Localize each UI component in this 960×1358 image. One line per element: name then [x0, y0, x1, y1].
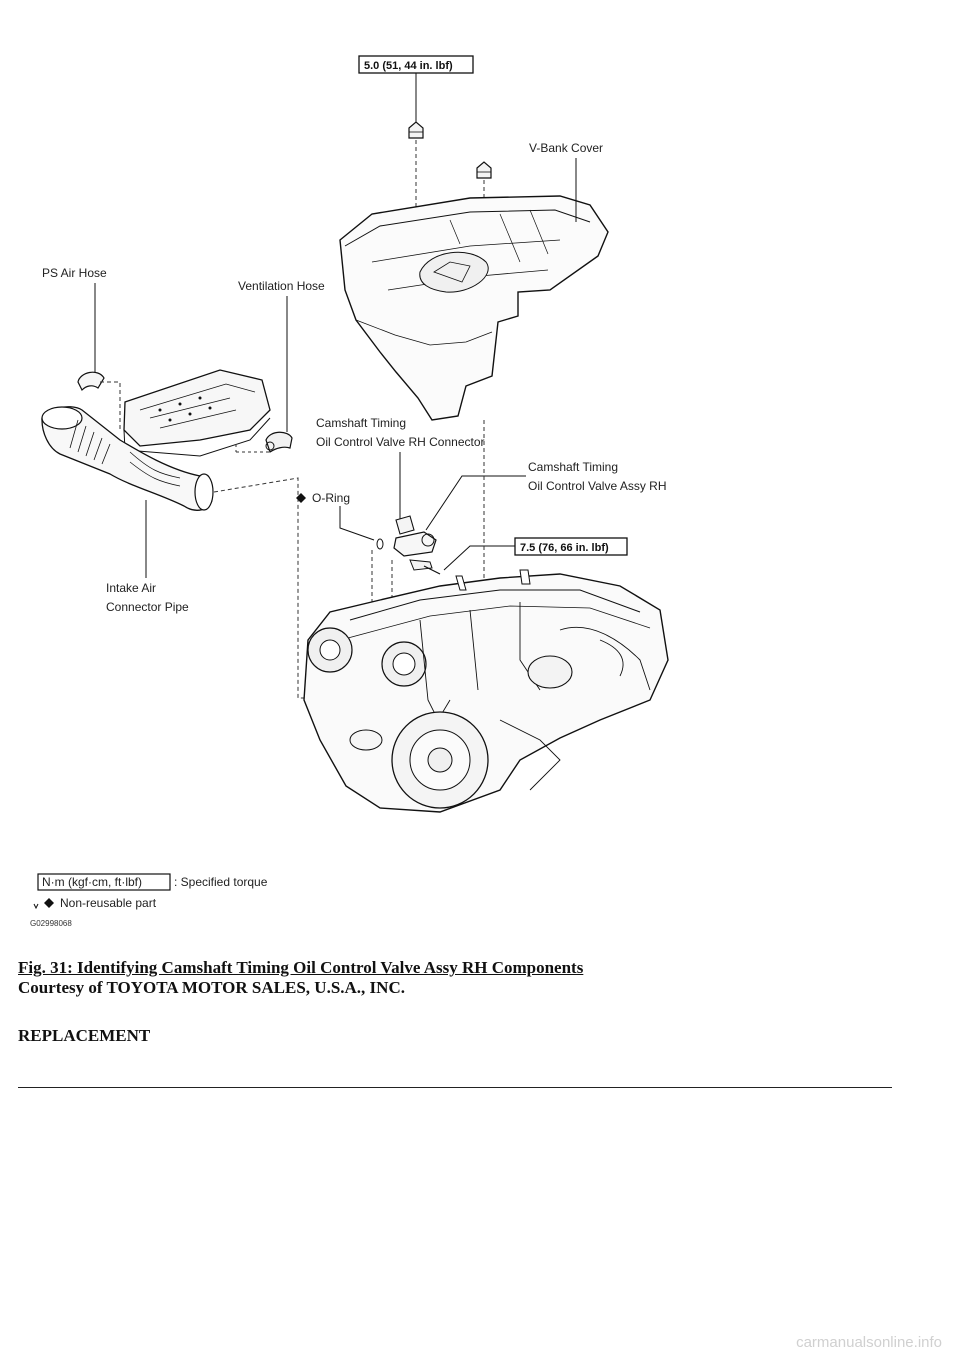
- torque-mid-text: 7.5 (76, 66 in. lbf): [520, 542, 609, 554]
- courtesy-line: Courtesy of TOYOTA MOTOR SALES, U.S.A., …: [18, 978, 405, 997]
- ventilation-hose-drawing: [265, 431, 293, 453]
- non-reusable-icon: [44, 898, 54, 908]
- air-cleaner-drawing: [123, 369, 271, 457]
- v-bank-cover-drawing: [339, 195, 609, 421]
- label-valve-line1: Camshaft Timing: [528, 460, 618, 474]
- torque-label-top: 5.0 (51, 44 in. lbf): [358, 55, 474, 74]
- figure-code: G02998068: [30, 919, 72, 928]
- label-connector-line2: Oil Control Valve RH Connector: [316, 435, 485, 449]
- component-diagram: 5.0 (51, 44 in. lbf) V-Bank Cover PS Air…: [30, 55, 669, 928]
- engine-assembly-drawing: [303, 569, 669, 813]
- legend-non-reusable: Non-reusable part: [60, 896, 157, 910]
- label-intake-air-2: Connector Pipe: [106, 600, 189, 614]
- bolt-icon: [408, 121, 424, 139]
- intake-air-connector-pipe-drawing: [41, 406, 214, 511]
- ps-air-hose-drawing: [77, 371, 105, 392]
- legend-torque-unit: N·m (kgf·cm, ft·lbf): [42, 875, 142, 889]
- section-heading: REPLACEMENT: [18, 1026, 151, 1045]
- legend: N·m (kgf·cm, ft·lbf) : Specified torque …: [30, 873, 268, 928]
- figure-caption: Fig. 31: Identifying Camshaft Timing Oil…: [18, 958, 584, 977]
- watermark: carmanualsonline.info: [796, 1334, 942, 1351]
- oil-control-valve-drawing: [376, 515, 441, 575]
- bolt-icon: [476, 161, 492, 179]
- label-valve-line2: Oil Control Valve Assy RH: [528, 479, 667, 493]
- torque-top-text: 5.0 (51, 44 in. lbf): [364, 60, 453, 72]
- label-v-bank-cover: V-Bank Cover: [529, 141, 603, 155]
- torque-label-middle: 7.5 (76, 66 in. lbf): [514, 537, 628, 556]
- label-ps-air-hose: PS Air Hose: [42, 266, 107, 280]
- label-o-ring: O-Ring: [312, 491, 350, 505]
- label-ventilation-hose: Ventilation Hose: [238, 279, 325, 293]
- label-intake-air-1: Intake Air: [106, 581, 156, 595]
- label-connector-line1: Camshaft Timing: [316, 416, 406, 430]
- non-reusable-marker: [296, 493, 306, 503]
- legend-torque-text: : Specified torque: [174, 875, 268, 889]
- horizontal-rule: [18, 1087, 892, 1088]
